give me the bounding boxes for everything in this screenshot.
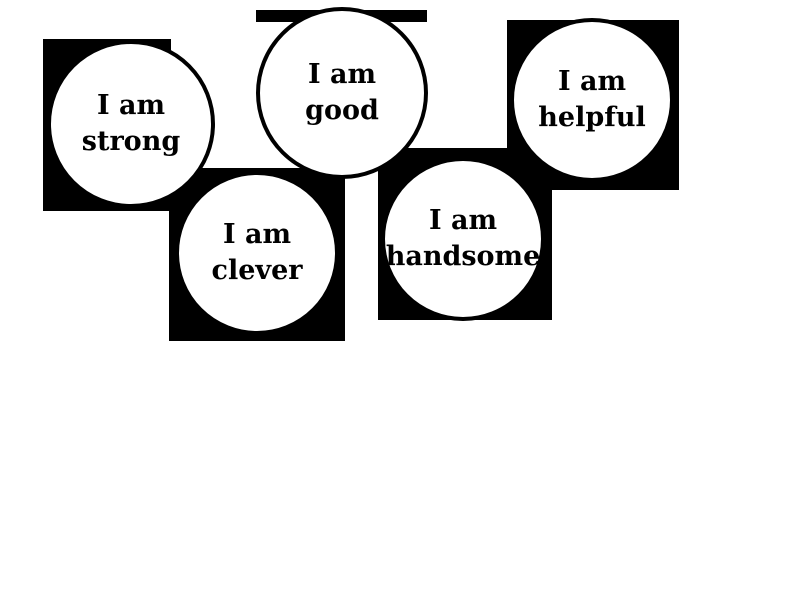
affirmation-text-line1: I am — [96, 90, 166, 121]
affirmation-circle-handsome[interactable]: I am handsome — [381, 157, 545, 321]
affirmation-text-line2: strong — [81, 126, 181, 157]
affirmation-text-line2: good — [305, 95, 379, 126]
affirmation-text-line1: I am — [428, 205, 498, 236]
affirmation-circle-strong[interactable]: I am strong — [47, 40, 215, 208]
affirmation-text-line1: I am — [222, 219, 292, 250]
affirmation-text-line1: I am — [557, 66, 627, 97]
affirmation-circle-good[interactable]: I am good — [256, 7, 428, 179]
affirmation-text-line2: clever — [211, 255, 303, 286]
affirmation-text-line2: helpful — [538, 102, 646, 133]
affirmation-circle-helpful[interactable]: I am helpful — [510, 18, 674, 182]
affirmation-text-line1: I am — [307, 59, 377, 90]
affirmation-circle-clever[interactable]: I am clever — [175, 171, 339, 335]
affirmation-text-line2: handsome — [385, 241, 541, 272]
